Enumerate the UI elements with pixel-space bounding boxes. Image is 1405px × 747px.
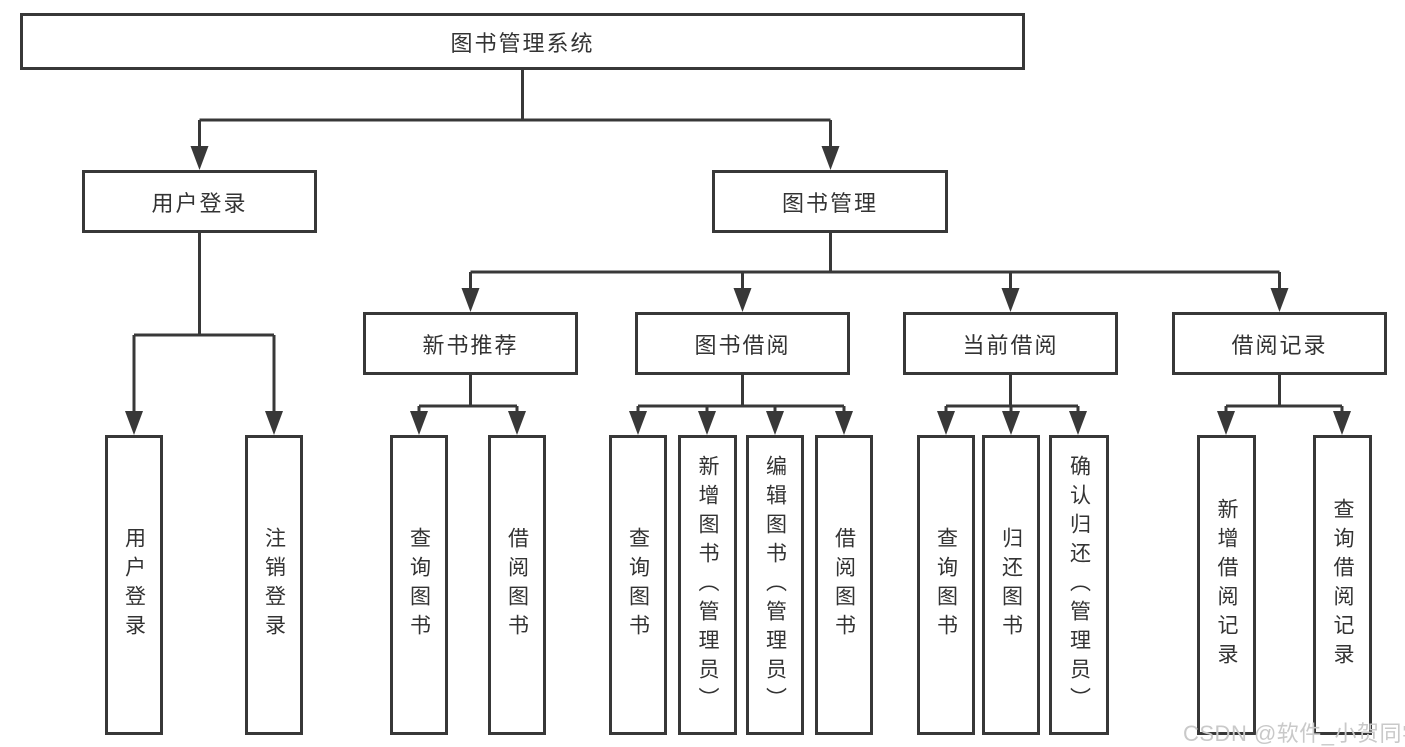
- leaf-confirm-return-admin-label: 确认归还（管理员）: [1067, 454, 1091, 716]
- leaf-borrowing-query-books: 查询图书: [609, 435, 667, 735]
- leaf-logout-label: 注销登录: [262, 527, 286, 643]
- csdn-watermark: CSDN @软件_小贺同学: [1183, 721, 1405, 746]
- leaf-edit-books-admin-label: 编辑图书（管理员）: [763, 454, 787, 716]
- node-user-login: 用户登录: [82, 170, 317, 233]
- leaf-query-borrow-record: 查询借阅记录: [1313, 435, 1372, 735]
- leaf-confirm-return-admin: 确认归还（管理员）: [1049, 435, 1109, 735]
- node-library-system: 图书管理系统: [20, 13, 1025, 70]
- leaf-recommend-borrow-books: 借阅图书: [488, 435, 546, 735]
- node-book-management: 图书管理: [712, 170, 948, 233]
- leaf-add-books-admin: 新增图书（管理员）: [678, 435, 737, 735]
- leaf-current-query-books: 查询图书: [917, 435, 975, 735]
- node-book-borrowing: 图书借阅: [635, 312, 850, 375]
- leaf-borrowing-query-books-label: 查询图书: [626, 527, 650, 643]
- leaf-borrowing-borrow-books: 借阅图书: [815, 435, 873, 735]
- arrowheads: [125, 146, 1351, 435]
- leaf-user-login: 用户登录: [105, 435, 163, 735]
- node-borrowing-records: 借阅记录: [1172, 312, 1387, 375]
- leaf-borrowing-borrow-books-label: 借阅图书: [832, 527, 856, 643]
- leaf-recommend-borrow-books-label: 借阅图书: [505, 527, 529, 643]
- leaf-return-books: 归还图书: [982, 435, 1040, 735]
- leaf-return-books-label: 归还图书: [999, 527, 1023, 643]
- leaf-recommend-query-books: 查询图书: [390, 435, 448, 735]
- leaf-recommend-query-books-label: 查询图书: [407, 527, 431, 643]
- leaf-logout: 注销登录: [245, 435, 303, 735]
- leaf-add-borrow-record-label: 新增借阅记录: [1215, 498, 1238, 672]
- node-new-book-recommendation: 新书推荐: [363, 312, 578, 375]
- leaf-query-borrow-record-label: 查询借阅记录: [1331, 498, 1354, 672]
- leaf-edit-books-admin: 编辑图书（管理员）: [746, 435, 804, 735]
- leaf-add-books-admin-label: 新增图书（管理员）: [696, 454, 719, 716]
- leaf-user-login-label: 用户登录: [122, 527, 146, 643]
- leaf-add-borrow-record: 新增借阅记录: [1197, 435, 1256, 735]
- leaf-current-query-books-label: 查询图书: [934, 527, 958, 643]
- node-current-borrowing: 当前借阅: [903, 312, 1118, 375]
